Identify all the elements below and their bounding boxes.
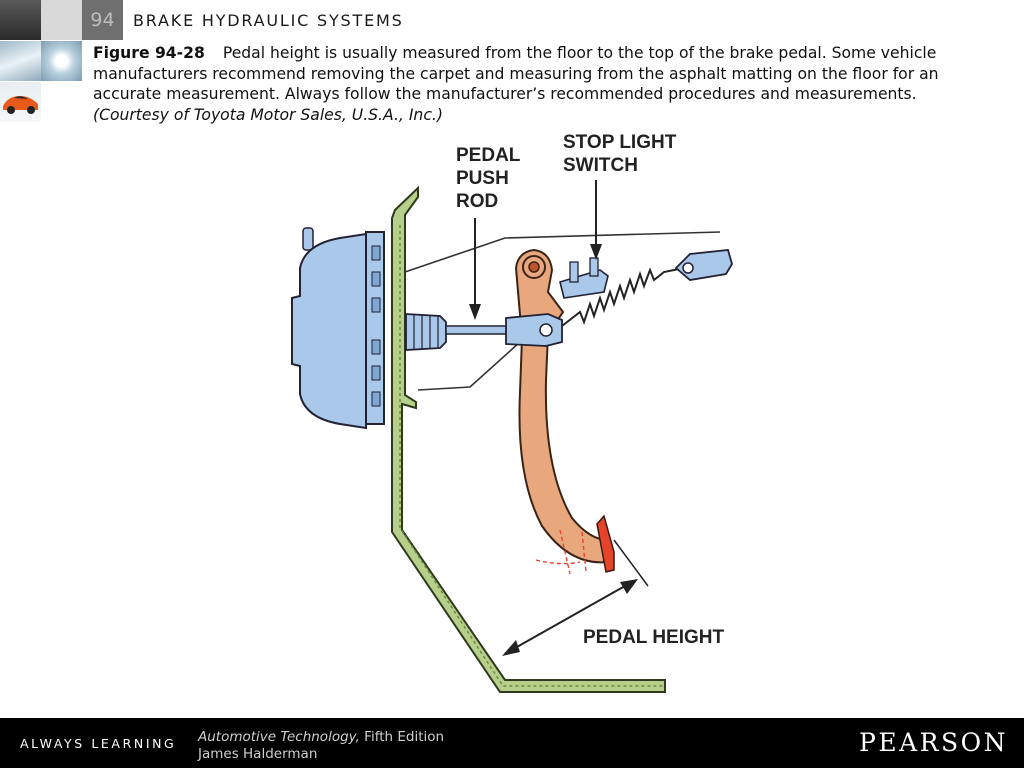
book-title: Automotive Technology, <box>198 729 360 745</box>
brake-pedal-arm <box>514 248 609 564</box>
footer-slogan: ALWAYS LEARNING <box>20 736 177 751</box>
push-rod-boot <box>405 313 447 351</box>
stop-light-switch <box>559 257 609 299</box>
publisher-logo: PEARSON <box>859 728 1008 757</box>
label-line-3: ROD <box>456 191 498 212</box>
clevis <box>505 313 563 347</box>
label-stop-light-switch: STOP LIGHT SWITCH <box>563 132 682 176</box>
pedal-bracket <box>404 231 721 391</box>
label-line-2: SWITCH <box>563 155 638 176</box>
firewall-floor <box>391 185 666 693</box>
book-author: James Halderman <box>198 746 318 762</box>
pedal-height-arrow <box>507 581 633 653</box>
label-line-2: PUSH <box>456 168 509 189</box>
sports-car-icon <box>3 96 38 114</box>
caption-courtesy: (Courtesy of Toyota Motor Sales, U.S.A.,… <box>93 105 443 124</box>
brake-booster <box>291 227 385 430</box>
caption-text: Pedal height is usually measured from th… <box>93 44 939 103</box>
book-edition: Fifth Edition <box>359 729 445 745</box>
pedal-height-reference-line <box>613 539 649 587</box>
thumbnail-turbine-image <box>41 41 82 81</box>
chapter-number: 94 <box>82 0 123 40</box>
chapter-title: BRAKE HYDRAULIC SYSTEMS <box>133 11 404 30</box>
label-pedal-height: PEDAL HEIGHT <box>583 627 725 648</box>
thumbnail-sports-car-image <box>0 82 41 122</box>
brake-pedal-pad <box>596 514 615 573</box>
footer-bar: ALWAYS LEARNING Automotive Technology, F… <box>0 718 1024 768</box>
label-pedal-push-rod: PEDAL PUSH ROD <box>456 145 525 212</box>
header-spacer <box>41 0 82 40</box>
label-line-1: PEDAL <box>456 145 521 166</box>
thumbnail-engine-image <box>0 41 41 81</box>
pedal-dashed-outline <box>535 529 587 575</box>
footer-book-info: Automotive Technology, Fifth Edition Jam… <box>198 729 444 763</box>
push-rod <box>445 325 511 335</box>
brake-pedal-diagram: PEDAL PUSH ROD STOP LIGHT SWITCH PEDAL H… <box>291 132 733 693</box>
label-line-1: STOP LIGHT <box>563 132 677 153</box>
return-spring <box>561 267 685 327</box>
figure-label: Figure 94-28 <box>93 44 205 62</box>
thumbnail-car-image <box>0 0 41 40</box>
